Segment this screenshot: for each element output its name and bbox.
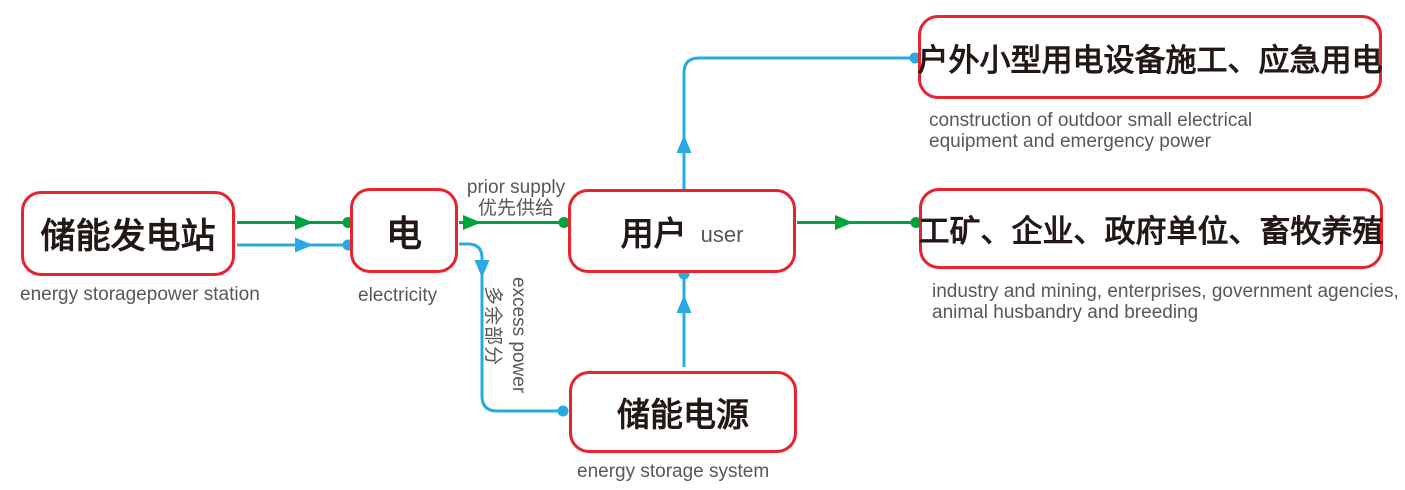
edge-label-prior-supply: prior supply 优先供给: [440, 177, 592, 219]
caption-line: construction of outdoor small electrical: [929, 110, 1253, 131]
node-title: 户外小型用电设备施工、应急用电: [917, 42, 1383, 78]
arrowhead-up-icon: [676, 135, 692, 153]
edge-storage-to-user-blue: [676, 268, 692, 367]
caption-line: industry and mining, enterprises, govern…: [932, 281, 1399, 302]
arrowhead-right-icon: [295, 237, 313, 253]
arrowhead-right-icon: [835, 215, 853, 230]
junction-dot: [558, 217, 570, 228]
caption-outdoor-equipment: construction of outdoor small electrical…: [929, 110, 1252, 152]
caption-storage-power-station: energy storagepower station: [20, 284, 260, 305]
caption-electricity: electricity: [358, 285, 438, 306]
junction-dot: [910, 217, 922, 228]
node-user: 用户 user: [568, 189, 796, 273]
node-title: 用户: [620, 215, 687, 252]
arrowhead-right-icon: [463, 215, 481, 230]
node-storage-source: 储能电源: [569, 371, 797, 453]
edge-electricity-to-user-green: [459, 215, 570, 230]
edge-electricity-to-storage-blue: [459, 242, 569, 417]
arrowhead-right-icon: [295, 215, 313, 230]
node-title: 电: [385, 212, 422, 254]
edge-label-excess-power-en: excess power: [508, 277, 529, 394]
node-outdoor-equipment: 户外小型用电设备施工、应急用电: [917, 15, 1383, 99]
edge-label-zh: 优先供给: [477, 198, 554, 219]
arrowhead-down-icon: [474, 260, 490, 278]
edge-user-to-industry-green: [797, 215, 922, 230]
arrowhead-up-icon: [676, 295, 692, 313]
caption-line: animal husbandry and breeding: [932, 302, 1199, 323]
caption-industry-users: industry and mining, enterprises, govern…: [932, 281, 1399, 323]
node-title: 工矿、企业、政府单位、畜牧养殖: [918, 214, 1384, 249]
node-electricity: 电: [350, 188, 458, 273]
edge-station-to-electricity-green: [237, 215, 354, 230]
node-title: 储能电源: [617, 396, 749, 433]
edge-label-en: prior supply: [466, 177, 566, 198]
node-industry-users: 工矿、企业、政府单位、畜牧养殖: [918, 188, 1384, 269]
node-storage-power-station: 储能发电站: [21, 191, 235, 276]
edge-label-excess-power-zh: 多余部分: [482, 286, 503, 367]
edge-station-to-electricity-blue: [237, 237, 354, 253]
node-title: 储能发电站: [40, 217, 216, 256]
caption-storage-source: energy storage system: [577, 461, 770, 482]
junction-dot: [909, 52, 921, 64]
caption-line: equipment and emergency power: [929, 131, 1212, 152]
edge-user-to-outdoor-blue: [676, 52, 921, 189]
node-subtitle: user: [700, 222, 744, 247]
junction-dot: [557, 405, 569, 417]
